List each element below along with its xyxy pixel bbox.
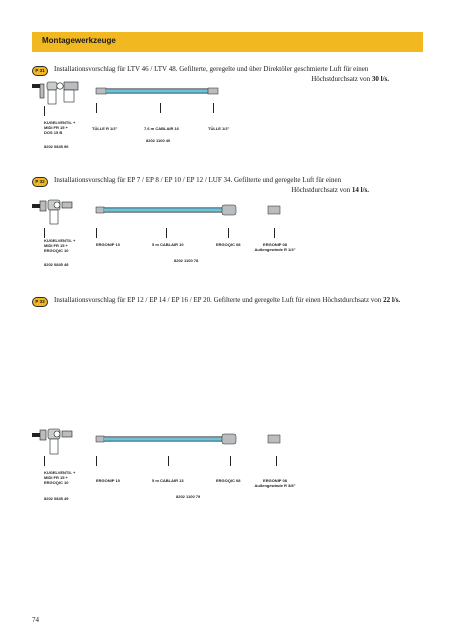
flow-rate: 22 l/s.	[383, 296, 401, 304]
part-label: ERGONIP 10	[96, 478, 120, 483]
ergonip-nipple-icon	[267, 205, 281, 215]
badge-p31: P 31	[32, 66, 48, 76]
part-label: 5 m CABLAIR 13	[152, 478, 184, 483]
badge-p32: P 32	[32, 177, 48, 187]
part-label: ERGOQIC 08	[216, 478, 241, 483]
installation-diagram-2	[32, 199, 281, 225]
part-label: TÜLLE 1/2"	[208, 126, 230, 131]
ergonip-fitting-icon	[95, 435, 105, 443]
proposal-line-1: Installationsvorschlag für EP 12 / EP 14…	[54, 296, 384, 304]
left-unit-label: KUGELVENTIL + MIDI FR 15 + ERGOQIC 10	[44, 238, 76, 253]
left-unit-label: KUGELVENTIL + MIDI FR 15 + DOS 15 B	[44, 120, 76, 135]
part-label: ERGONIP 08 Außengewinde R 1/4"	[254, 242, 296, 252]
proposal-line-2: Höchstdurchsatz von 30 l/s.	[311, 75, 389, 83]
regulator-unit-icon	[32, 81, 79, 105]
proposal-text-1: Installationsvorschlag für LTV 46 / LTV …	[54, 64, 389, 84]
installation-diagram-1	[32, 81, 219, 105]
left-unit-label: KUGELVENTIL + MIDI FR 15 + ERGOQIC 10	[44, 470, 76, 485]
hose-fitting-right-icon	[207, 87, 219, 95]
thread-spec: Außengewinde R 3/8"	[254, 483, 296, 488]
left-unit-code: 8202 0845 96	[44, 144, 69, 149]
left-unit-code: 8202 0845 49	[44, 496, 69, 501]
part-label: 5 m CABLAIR 10	[152, 242, 184, 247]
proposal-text-2: Installationsvorschlag für EP 7 / EP 8 /…	[54, 175, 369, 195]
left-unit-code: 8202 0845 48	[44, 262, 69, 267]
part-label: 7.6 m CABLAIR 16	[144, 126, 179, 131]
part-label: ERGONIP 10	[96, 242, 120, 247]
regulator-unit-icon	[32, 428, 73, 455]
section-title: Montagewerkzeuge	[42, 36, 116, 45]
flow-rate: 30 l/s.	[371, 75, 389, 83]
kit-code: 8202 1100 40	[146, 138, 171, 143]
ergonip-nipple-icon	[267, 434, 281, 444]
kit-code: 8202 1100 79	[176, 494, 201, 499]
flow-rate: 14 l/s.	[351, 186, 369, 194]
ergoqic-coupling-icon	[221, 204, 237, 216]
badge-p33: P 33	[32, 297, 48, 307]
proposal-line-2: Höchstdurchsatz von 14 l/s.	[291, 186, 369, 194]
ergonip-fitting-icon	[95, 206, 105, 214]
proposal-line-1: Installationsvorschlag für LTV 46 / LTV …	[54, 65, 369, 73]
proposal-text-3: Installationsvorschlag für EP 12 / EP 14…	[54, 295, 424, 305]
section-header-band: Montagewerkzeuge	[32, 32, 423, 52]
thread-spec: Außengewinde R 1/4"	[254, 247, 296, 252]
kit-code: 8202 1100 78	[174, 258, 199, 263]
part-label: ERGOQIC 08	[216, 242, 241, 247]
proposal-line-1: Installationsvorschlag für EP 7 / EP 8 /…	[54, 176, 342, 184]
regulator-unit-icon	[32, 199, 73, 225]
ergoqic-coupling-icon	[221, 433, 237, 445]
page-number: 74	[32, 616, 39, 624]
part-label: ERGONIP 08 Außengewinde R 3/8"	[254, 478, 296, 488]
hose-fitting-left-icon	[95, 87, 107, 95]
installation-diagram-3	[32, 428, 281, 455]
part-label: TÜLLE R 1/2"	[92, 126, 118, 131]
